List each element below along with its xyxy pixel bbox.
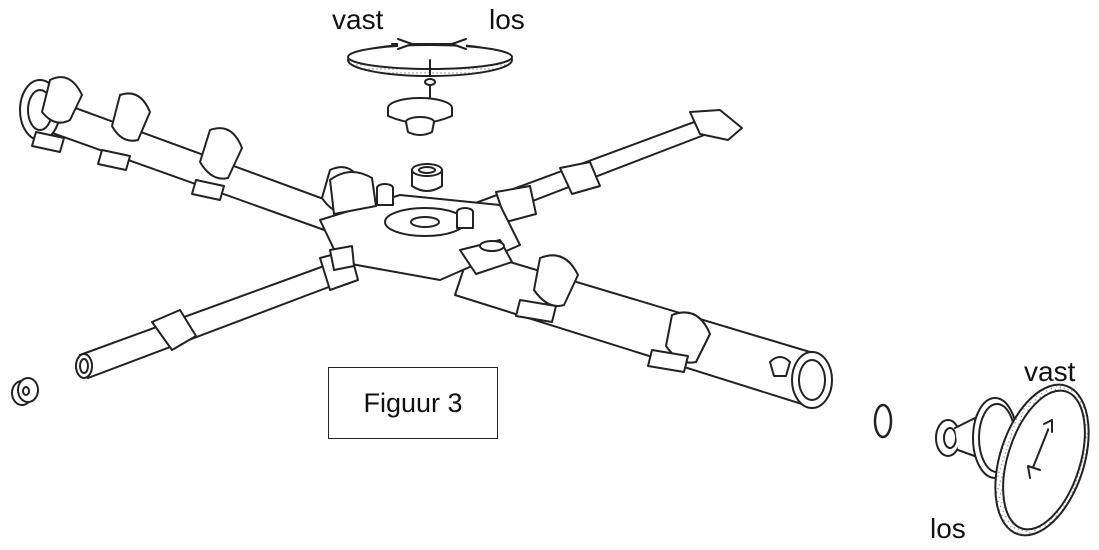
end-plug-part (11, 377, 39, 406)
large-tube-upper-left (19, 76, 363, 233)
thin-tube-upper-right (469, 109, 743, 223)
right-ring-label-los: los (930, 513, 966, 544)
bushing-part (411, 163, 443, 192)
top-rotation-ring (347, 38, 513, 77)
large-tube-lower-right (454, 249, 833, 409)
thin-tube-lower-left (75, 249, 359, 379)
figure-caption-box: Figuur 3 (328, 367, 498, 439)
right-ring-label-vast: vast (1024, 356, 1076, 387)
top-ring-label-los: los (489, 4, 525, 35)
central-hub (319, 171, 521, 281)
gear-knob-part (387, 78, 453, 136)
o-ring-part (873, 403, 893, 439)
right-rotation-ring (994, 383, 1090, 537)
top-ring-label-vast: vast (332, 4, 384, 35)
figure-caption: Figuur 3 (363, 387, 463, 418)
